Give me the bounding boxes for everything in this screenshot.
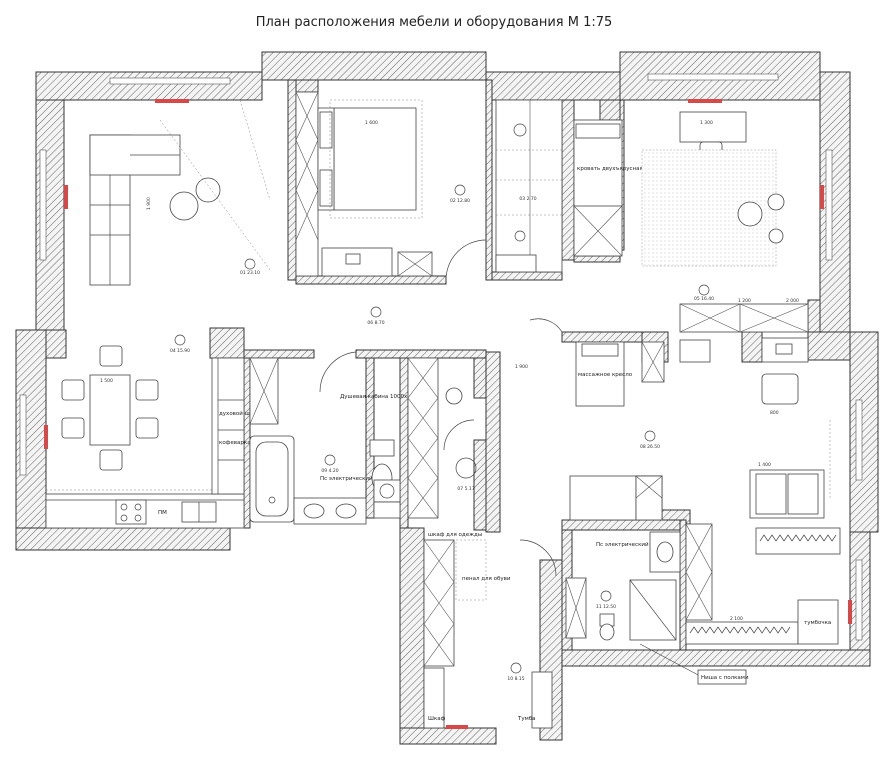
kids-room: кровать двухъярусная 2150х1100 мм 1 300 … (573, 111, 809, 333)
label-stove: ПМ (158, 510, 167, 516)
label-niche: Ниша с полками (701, 675, 749, 681)
room-number-entry: 10 8.15 (507, 676, 524, 682)
windows (19, 73, 863, 641)
radiators (44, 99, 852, 729)
dim-loveseat: 1 400 (758, 462, 771, 468)
room-number-living: 01 23.10 (240, 270, 260, 276)
label-oven: духовой шкаф (219, 410, 261, 417)
room-number-master: 08 26.50 (640, 444, 660, 450)
dim-rod: 2 100 (730, 616, 743, 622)
label-heater-1: Пс электрический (320, 475, 373, 482)
bedroom-1: 1 600 02 12.80 (295, 91, 487, 281)
corridor-closets: 07 5.17 шкаф для одежды пенал для обуви … (407, 357, 557, 729)
dim-desk: 1 300 (700, 120, 713, 126)
room-number-bath: 09 4.20 (321, 468, 338, 474)
dim-bed: 1 600 (365, 120, 378, 126)
label-closet: Шкаф (428, 716, 446, 722)
label-shoes: пенал для обуви (462, 576, 511, 582)
label-massage-chair: массажное кресло (578, 372, 633, 378)
room-number-wardrobe: 03 2.70 (519, 196, 536, 202)
dim-desk-2: 800 (770, 410, 779, 416)
room-number-bedroom1: 02 12.80 (450, 198, 470, 204)
master-suite: массажное кресло 800 1 400 08 26.50 (569, 337, 831, 521)
walk-in-wardrobe: 03 2.70 (495, 99, 563, 273)
label-bunk-bed: кровать двухъярусная 2150х1100 мм (577, 166, 686, 172)
dim-table: 1 500 (100, 378, 113, 384)
room-number-kids: 05 16.40 (694, 296, 714, 302)
label-wardrobe: шкаф для одежды (428, 532, 482, 538)
label-cabinet: Тумба (517, 716, 536, 722)
dim-wardrobe-b: 2 000 (786, 298, 799, 304)
dim-wardrobe-a: 1 200 (738, 298, 751, 304)
room-number-hall: 06 8.70 (367, 320, 384, 326)
label-vacuum: кофеварка (219, 440, 251, 446)
room-number-corridor: 07 5.17 (457, 486, 474, 492)
room-number-dining: 04 15.90 (170, 348, 190, 354)
label-shower: Душевая кабина 1000х800 мм (340, 394, 428, 400)
master-bath: Пс электрический 11 12.50 2 100 тумбочка… (565, 523, 841, 685)
dim-hall: 1 900 (515, 364, 528, 370)
label-heater-2: Пс электрический (596, 541, 649, 548)
label-tv-console: тумбочка (804, 620, 831, 626)
dim-sofa: 1 900 (146, 197, 152, 210)
room-number-master-bath: 11 12.50 (596, 604, 616, 610)
hallway: 06 8.70 1 900 (367, 306, 563, 370)
kitchen-dining: 1 500 04 15.90 ПМ духовой шкаф кофеварка (45, 334, 261, 529)
living-room: 01 23.10 1 900 (89, 99, 271, 286)
plan-title: План расположения мебели и оборудования … (256, 15, 613, 30)
bathroom: Душевая кабина 1000х800 мм Пс электричес… (249, 351, 428, 525)
